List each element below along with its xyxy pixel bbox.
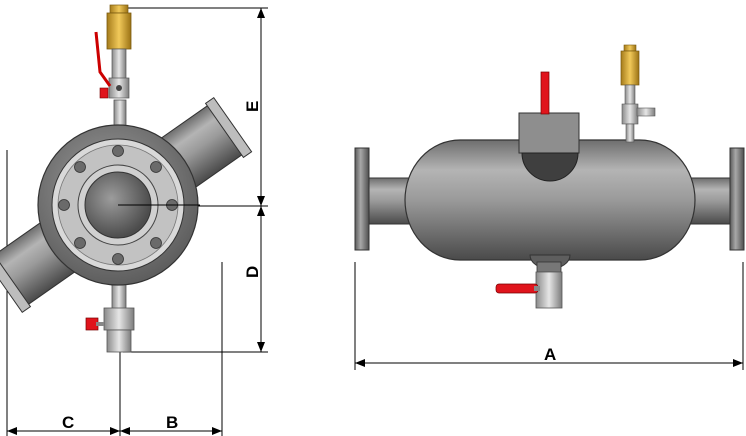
- dimension-label-e: E: [243, 101, 262, 112]
- drain-ball-valve: [103, 307, 135, 331]
- top-mount-block: [518, 112, 580, 154]
- e-arrow-top: [257, 8, 265, 18]
- d-arrow-top: [257, 206, 265, 216]
- vent-body: [106, 12, 132, 50]
- e-arrow-bottom: [257, 196, 265, 206]
- bottom-valve-handle[interactable]: [495, 283, 539, 294]
- side-view: [354, 44, 745, 370]
- vent-fitting: [111, 48, 127, 80]
- left-flange: [354, 147, 370, 251]
- drain-fitting: [106, 329, 132, 353]
- vent-valve-handle[interactable]: [94, 31, 112, 87]
- air-vent-assembly: [94, 4, 132, 99]
- side-vent-valve: [621, 103, 639, 125]
- bottom-drain-assembly: [495, 254, 571, 309]
- dimension-label-a: A: [544, 345, 556, 364]
- dimension-label-c: C: [62, 413, 74, 432]
- dimension-label-b: B: [166, 413, 178, 432]
- side-vent-assembly: [620, 44, 656, 143]
- vent-cap: [109, 4, 129, 14]
- a-arrow-left: [355, 359, 365, 367]
- right-flange: [729, 147, 745, 251]
- end-view: [0, 4, 268, 436]
- b-arrow-left: [120, 427, 130, 435]
- top-valve-handle[interactable]: [540, 71, 550, 115]
- a-arrow-right: [733, 359, 743, 367]
- top-dome: [521, 152, 579, 182]
- c-arrow-right: [110, 427, 120, 435]
- flange-bolts: [58, 145, 178, 265]
- drain-valve-assembly: [85, 307, 135, 353]
- c-arrow-left: [7, 427, 17, 435]
- b-arrow-right: [212, 427, 222, 435]
- side-vent-body: [620, 50, 640, 86]
- d-arrow-bottom: [257, 342, 265, 352]
- dimension-label-d: D: [243, 266, 262, 278]
